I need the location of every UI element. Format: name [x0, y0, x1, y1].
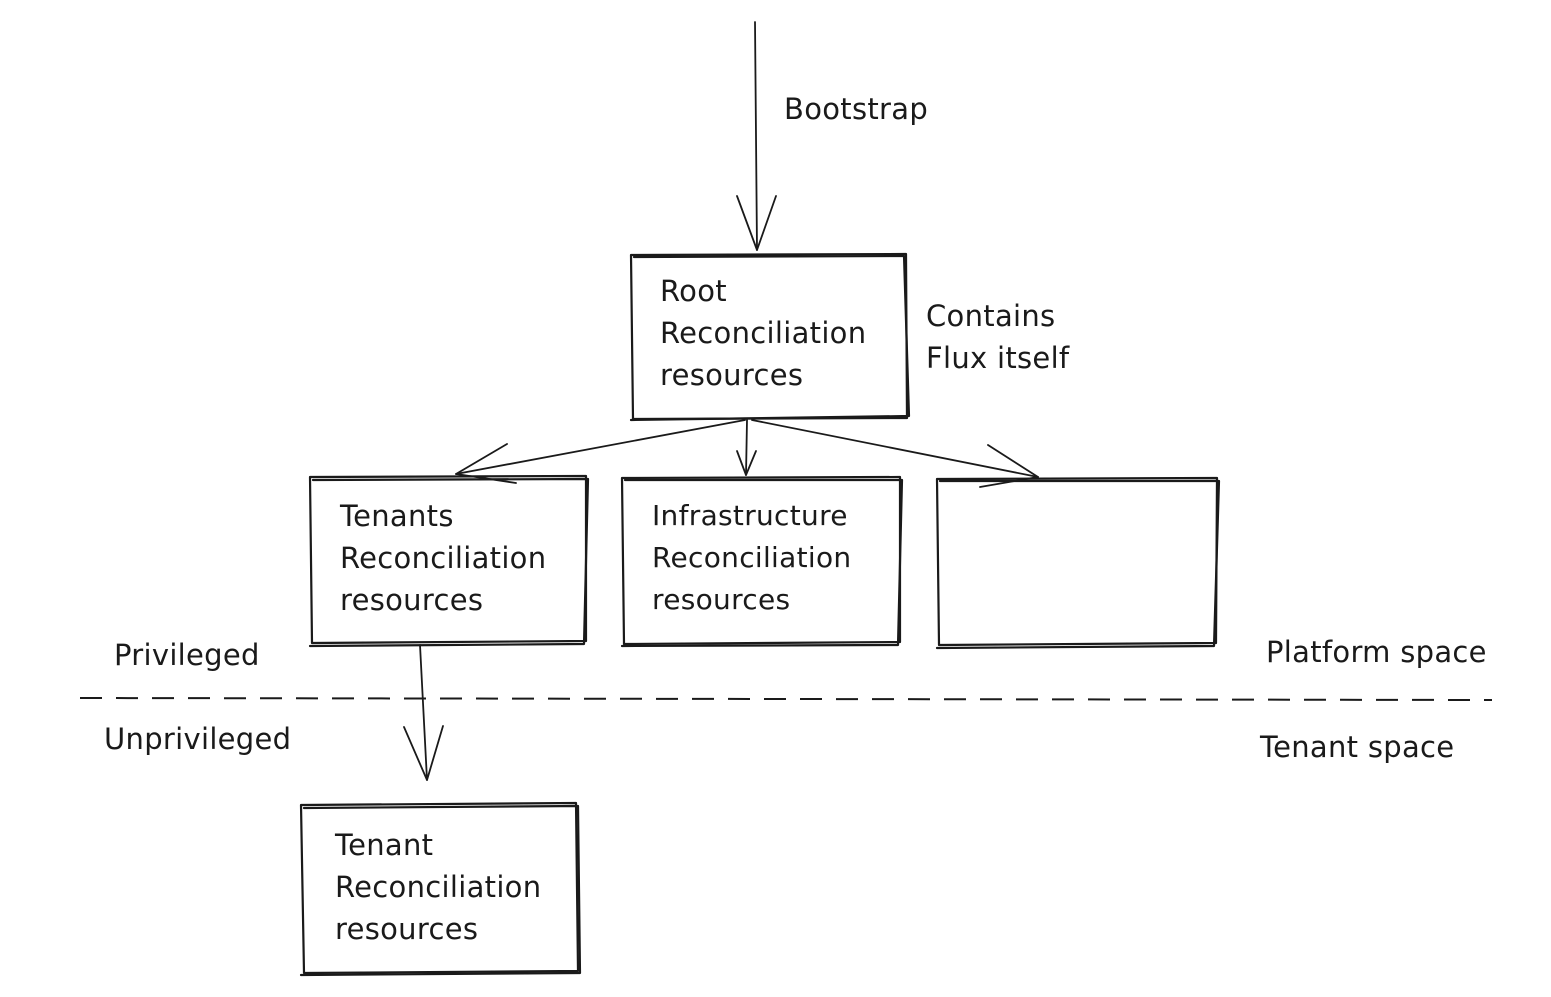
unprivileged-label: Unprivileged	[104, 722, 292, 756]
tenants-label-line-1: Tenants	[340, 499, 454, 533]
root-note-line-1: Contains	[926, 299, 1056, 333]
root-note: Contains Flux itself	[926, 295, 1069, 379]
tenant-space-label: Tenant space	[1260, 730, 1455, 764]
infrastructure-box-label: Infrastructure Reconciliation resources	[652, 495, 851, 621]
tenant-label-line-1: Tenant	[335, 828, 434, 862]
root-note-line-2: Flux itself	[926, 341, 1070, 375]
tenant-label-line-2: Reconciliation	[335, 870, 542, 904]
arrow-root-to-infrastructure	[736, 419, 757, 476]
root-box	[629, 252, 911, 422]
tenants-label-line-2: Reconciliation	[340, 541, 547, 575]
arrow-root-to-tenants	[455, 419, 746, 484]
infrastructure-label-line-2: Reconciliation	[652, 541, 852, 574]
root-label-line-1: Root	[660, 274, 727, 308]
arrow-root-to-empty	[751, 419, 1039, 488]
root-label-line-2: Reconciliation	[660, 316, 867, 350]
bootstrap-arrow	[736, 21, 777, 251]
root-box-label: Root Reconciliation resources	[660, 270, 866, 396]
tenants-box	[308, 474, 590, 648]
infrastructure-label-line-3: resources	[652, 583, 791, 616]
tenant-box-label: Tenant Reconciliation resources	[335, 824, 541, 950]
infrastructure-box	[620, 475, 904, 648]
root-label-line-3: resources	[660, 358, 804, 392]
empty-box	[935, 476, 1221, 650]
tenant-label-line-3: resources	[335, 912, 479, 946]
platform-space-label: Platform space	[1266, 635, 1487, 669]
arrow-tenants-to-tenant	[403, 644, 444, 781]
tenant-box	[299, 801, 582, 977]
privileged-label: Privileged	[114, 638, 260, 672]
tenants-label-line-3: resources	[340, 583, 484, 617]
bootstrap-label: Bootstrap	[784, 92, 929, 126]
tenants-box-label: Tenants Reconciliation resources	[340, 495, 546, 621]
privilege-divider	[79, 697, 1493, 701]
infrastructure-label-line-1: Infrastructure	[652, 499, 848, 532]
